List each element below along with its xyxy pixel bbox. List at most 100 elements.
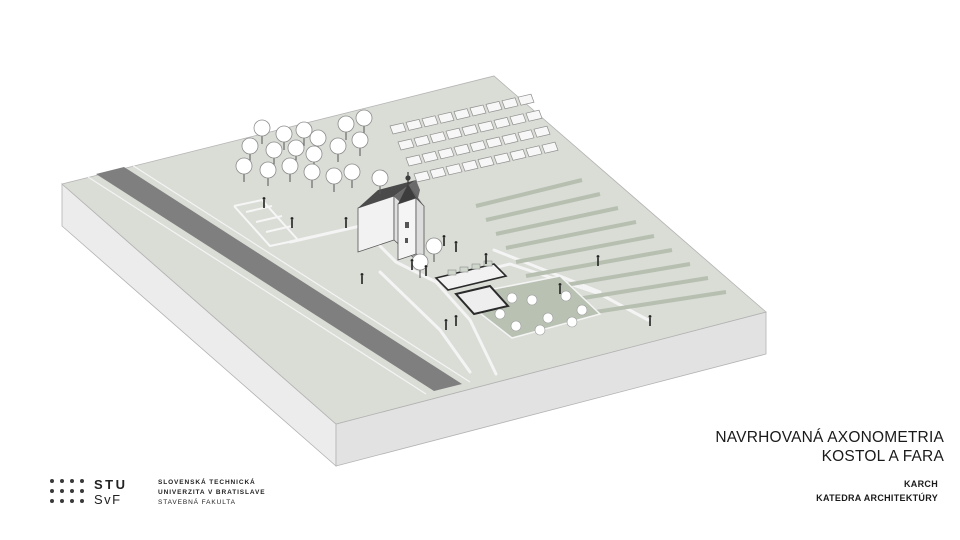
- vineyard-row: [495, 206, 619, 236]
- solar-panel: [413, 134, 431, 147]
- solar-panel: [445, 163, 463, 176]
- person-head: [262, 197, 266, 200]
- faculty-name: STAVEBNÁ FAKULTA: [158, 499, 236, 506]
- shrub: [534, 324, 546, 336]
- tree-crown: [253, 119, 271, 137]
- drawing-title-line1: NAVRHOVANÁ AXONOMETRIA: [715, 429, 944, 446]
- tree-crown: [281, 157, 299, 175]
- tree-crown: [287, 139, 305, 157]
- tree-crown: [275, 125, 293, 143]
- solar-panel: [501, 132, 519, 145]
- terrace-planters: [447, 260, 493, 276]
- solar-panel: [493, 116, 511, 129]
- person-head: [484, 253, 488, 256]
- tree-crown: [425, 237, 443, 255]
- solar-panel: [525, 109, 543, 122]
- logo-dot: [50, 489, 54, 493]
- shrub: [510, 320, 522, 332]
- tree-crown: [329, 137, 347, 155]
- tree-crown: [303, 163, 321, 181]
- tree-crown: [325, 167, 343, 185]
- solar-panel: [533, 125, 551, 138]
- solar-panel: [493, 152, 511, 165]
- vineyard-row: [485, 192, 601, 222]
- tree-crown: [265, 141, 283, 159]
- solar-panel: [405, 154, 423, 167]
- shrub: [560, 290, 572, 302]
- tree-crown: [309, 129, 327, 147]
- department-block: KARCH KATEDRA ARCHITEKTÚRY: [816, 477, 938, 505]
- tree-crown: [241, 137, 259, 155]
- solar-panel: [413, 170, 431, 183]
- logo-university-text: SLOVENSKÁ TECHNICKÁ UNIVERZITA V BRATISL…: [158, 478, 266, 508]
- logo-dot: [50, 479, 54, 483]
- solar-panel: [445, 127, 463, 140]
- solar-panel: [453, 143, 471, 156]
- solar-panel: [509, 148, 527, 161]
- logo-dot: [70, 479, 74, 483]
- solar-panel-field: [389, 93, 559, 183]
- stu-svf-logo: STU SvF SLOVENSKÁ TECHNICKÁ UNIVERZITA V…: [50, 477, 300, 510]
- church-building: [357, 172, 425, 261]
- solar-panel: [461, 159, 479, 172]
- logo-dot: [70, 499, 74, 503]
- person-head: [344, 217, 348, 220]
- person-head: [596, 255, 600, 258]
- highway-edge-line: [87, 176, 427, 395]
- solar-panel: [517, 129, 535, 142]
- solar-panel: [485, 136, 503, 149]
- logo-mark: STU SvF: [94, 477, 128, 507]
- department-code: KARCH: [904, 479, 938, 489]
- shrub: [494, 308, 506, 320]
- person-head: [410, 259, 414, 262]
- person-head: [454, 241, 458, 244]
- solar-panel: [541, 141, 559, 154]
- vineyard-row: [515, 234, 655, 264]
- solar-panel: [389, 122, 407, 135]
- solar-panel: [405, 118, 423, 131]
- person-head: [558, 283, 562, 286]
- person-head: [290, 217, 294, 220]
- logo-dot: [60, 499, 64, 503]
- solar-panel: [525, 145, 543, 158]
- vineyard-row: [525, 248, 673, 278]
- highway: [96, 167, 462, 391]
- logo-dot-grid-icon: [50, 479, 90, 507]
- highway-edge-line-2: [131, 164, 471, 383]
- logo-dot: [60, 489, 64, 493]
- solar-panel: [437, 147, 455, 160]
- university-line2: UNIVERZITA V BRATISLAVE: [158, 489, 266, 496]
- solar-panel: [397, 138, 415, 151]
- tree-crown: [259, 161, 277, 179]
- logo-dot: [80, 499, 84, 503]
- parish-house-outline: [454, 284, 510, 316]
- department-name: KATEDRA ARCHITEKTÚRY: [816, 493, 938, 503]
- solar-panel: [453, 108, 471, 121]
- person-head: [360, 273, 364, 276]
- human-figures: [262, 197, 652, 330]
- logo-dot: [60, 479, 64, 483]
- tree-crown: [235, 157, 253, 175]
- solar-panel: [469, 140, 487, 153]
- drawing-title: NAVRHOVANÁ AXONOMETRIA KOSTOL A FARA: [715, 428, 944, 466]
- logo-dot: [80, 489, 84, 493]
- tree-crown: [305, 145, 323, 163]
- drawing-title-line2: KOSTOL A FARA: [821, 448, 944, 465]
- tree-crown: [355, 109, 373, 127]
- solar-panel: [429, 131, 447, 144]
- solar-panel: [517, 93, 535, 106]
- shrub: [576, 304, 588, 316]
- vineyard-row: [475, 178, 583, 208]
- tree-grove: [235, 109, 443, 278]
- logo-dot: [50, 499, 54, 503]
- solar-panel: [437, 111, 455, 124]
- person-head: [648, 315, 652, 318]
- vineyard-row: [505, 220, 637, 250]
- solar-panel: [477, 120, 495, 133]
- tree-crown: [337, 115, 355, 133]
- solar-panel: [501, 97, 519, 110]
- shrub: [542, 312, 554, 324]
- solar-panel: [509, 113, 527, 126]
- solar-panel: [469, 104, 487, 117]
